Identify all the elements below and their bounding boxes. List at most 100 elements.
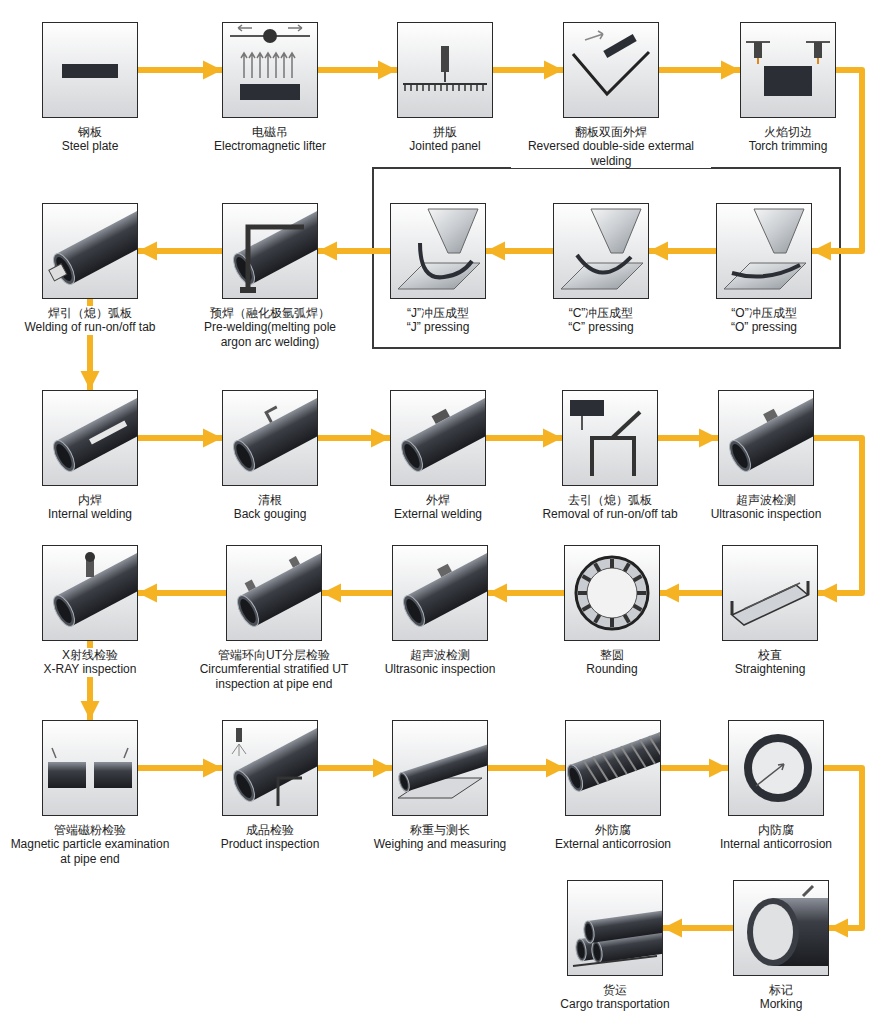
step-label-zh: 管端磁粉检验 [10,823,170,837]
step-caption: 焊引（熄）弧板Welding of run-on/off tab [10,306,170,335]
step-label-zh: 超声波检测 [375,648,505,662]
step-label-zh: 超声波检测 [701,493,831,507]
step-label-zh: 校直 [715,648,825,662]
process-step-box: 管端磁粉检验Magnetic particle examination at p… [42,720,138,816]
process-step-box: 外焊External welding [390,390,486,486]
process-step-box: 去引（熄）弧板Removal of run-on/off tab [562,390,658,486]
flow-arrow [488,590,564,596]
step-label-zh: 内防腐 [701,823,851,837]
step-label-en: “O” pressing [709,320,819,334]
process-step-box: “C”冲压成型“C” pressing [553,203,649,299]
step-label-en: Removal of run-on/off tab [525,507,695,521]
step-caption: 货运Cargo transportation [540,983,690,1012]
flow-arrow [660,590,722,596]
step-illustration [722,545,818,641]
flow-arrow [649,248,716,254]
process-step-box: 翻板双面外焊Reversed double-side extermal weld… [563,22,659,118]
step-caption: 标记Morking [726,983,836,1012]
step-caption: 电磁吊Electromagnetic lifter [190,125,350,154]
flow-arrow [318,248,390,254]
step-caption: 火焰切边Torch trimming [733,125,843,154]
flow-arrow [663,925,733,931]
step-label-zh: “C”冲压成型 [546,306,656,320]
step-illustration [553,203,649,299]
step-illustration [222,22,318,118]
step-label-zh: 外焊 [378,493,498,507]
step-label-en: Welding of run-on/off tab [10,320,170,334]
step-caption: 去引（熄）弧板Removal of run-on/off tab [525,493,695,522]
step-label-en: Reversed double-side extermal welding [511,139,711,168]
step-label-zh: 焊引（熄）弧板 [10,306,170,320]
step-label-en: X-RAY inspection [25,662,155,676]
step-caption: X射线检验X-RAY inspection [25,648,155,677]
step-label-zh: 拼版 [390,125,500,139]
step-illustration [562,390,658,486]
flow-arrow [812,70,862,251]
step-label-zh: 管端环向UT分层检验 [179,648,369,662]
step-illustration [733,880,833,976]
step-label-en: Back gouging [210,507,330,521]
step-illustration [42,720,138,816]
step-label-zh: X射线检验 [25,648,155,662]
step-label-en: “C” pressing [546,320,656,334]
flow-arrow [661,765,728,771]
flow-arrow [138,67,222,73]
step-caption: “J”冲压成型“J” pressing [383,306,493,335]
step-label-zh: 内焊 [30,493,150,507]
process-step-box: 拼版Jointed panel [397,22,493,118]
step-illustration [390,203,486,299]
step-illustration [564,545,660,641]
process-step-box: 外防腐External anticorrosion [565,720,661,816]
flow-arrow [318,765,392,771]
step-caption: 翻板双面外焊Reversed double-side extermal weld… [511,125,711,168]
step-illustration [740,22,836,118]
step-caption: 成品检验Product inspection [205,823,335,852]
step-label-zh: 电磁吊 [190,125,350,139]
step-illustration [728,720,824,816]
step-caption: 外焊External welding [378,493,498,522]
process-step-box: 电磁吊Electromagnetic lifter [222,22,318,118]
process-step-box: “J”冲压成型“J” pressing [390,203,486,299]
process-step-box: 焊引（熄）弧板Welding of run-on/off tab [42,203,138,299]
step-label-en: External welding [378,507,498,521]
process-step-box: 校直Straightening [722,545,818,641]
step-caption: 拼版Jointed panel [390,125,500,154]
step-label-en: Internal anticorrosion [701,837,851,851]
step-label-zh: 称重与测长 [360,823,520,837]
process-step-box: 成品检验Product inspection [222,720,318,816]
process-step-box: 称重与测长Weighing and measuring [392,720,488,816]
flow-arrow [486,435,562,441]
step-label-zh: 成品检验 [205,823,335,837]
process-step-box: 预焊（融化极氩弧焊）Pre-welding(melting pole argon… [222,203,318,299]
process-step-box: 钢板Steel plate [42,22,138,118]
flow-arrow [138,590,226,596]
forming-group-frame [373,168,840,348]
step-label-zh: 清根 [210,493,330,507]
step-label-zh: “O”冲压成型 [709,306,819,320]
flow-arrow [318,67,397,73]
step-label-zh: 标记 [726,983,836,997]
flow-arrow [138,248,222,254]
process-step-box: 内焊Internal welding [42,390,138,486]
flow-arrow [659,67,740,73]
process-step-box: 火焰切边Torch trimming [740,22,836,118]
step-caption: 整圆Rounding [557,648,667,677]
step-label-en: Steel plate [35,139,145,153]
step-caption: “O”冲压成型“O” pressing [709,306,819,335]
step-label-en: Cargo transportation [540,997,690,1011]
step-label-en: Ultrasonic inspection [375,662,505,676]
process-step-box: 货运Cargo transportation [567,880,663,976]
step-caption: 管端磁粉检验Magnetic particle examination at p… [10,823,170,866]
step-label-en: Rounding [557,662,667,676]
step-label-zh: 钢板 [35,125,145,139]
step-label-zh: 翻板双面外焊 [511,125,711,139]
process-step-box: 内防腐Internal anticorrosion [728,720,824,816]
step-label-en: External anticorrosion [533,837,693,851]
process-step-box: 清根Back gouging [222,390,318,486]
flow-arrow [488,765,565,771]
flow-arrow [138,435,222,441]
step-label-en: “J” pressing [383,320,493,334]
step-label-en: Magnetic particle examination at pipe en… [10,837,170,866]
process-step-box: 超声波检测Ultrasonic inspection [392,545,488,641]
